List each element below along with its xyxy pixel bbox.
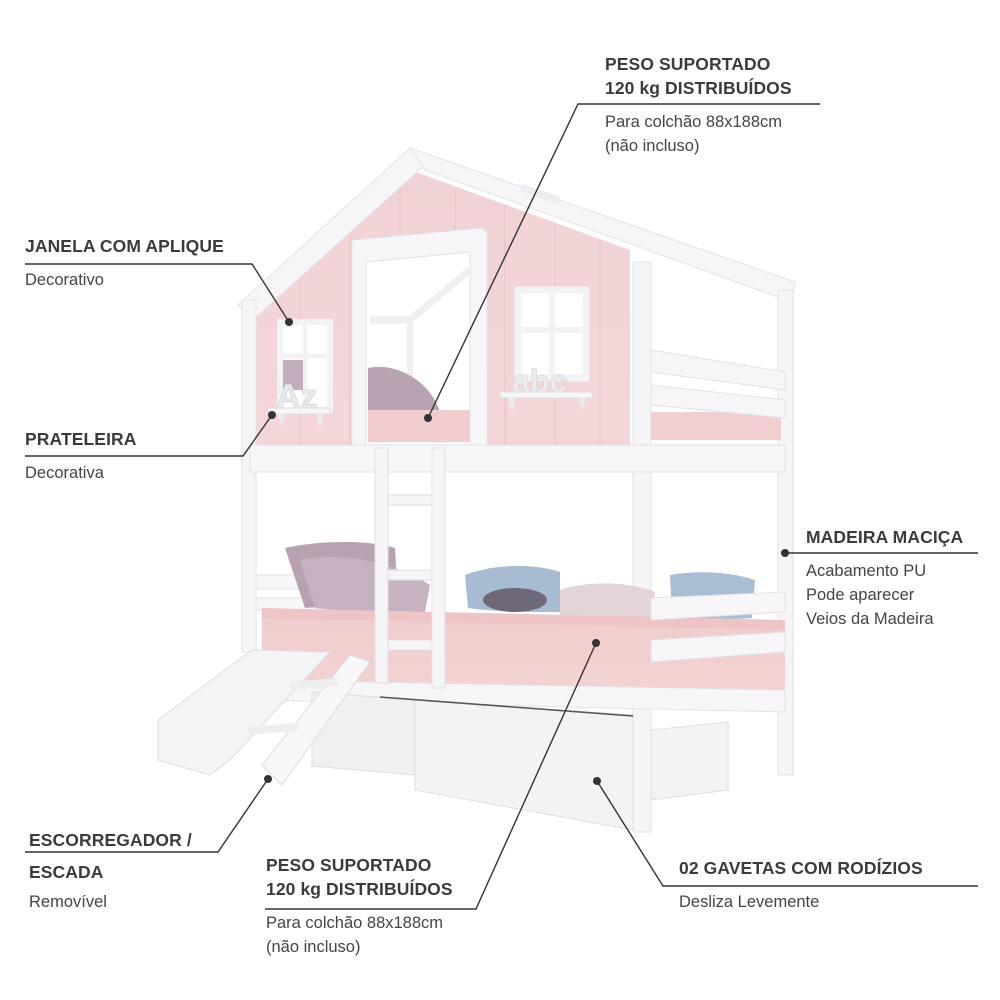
callout-desc: (não incluso) <box>605 137 700 155</box>
lower-bed <box>255 542 786 713</box>
window-right <box>514 286 590 382</box>
callout-desc: Acabamento PU <box>806 562 927 580</box>
callout-desc: Decorativo <box>25 271 104 289</box>
shelf-right <box>499 391 593 412</box>
callout-madeira: MADEIRA MACIÇA Acabamento PU Pode aparec… <box>806 525 963 631</box>
callout-title: PRATELEIRA <box>25 429 137 449</box>
callout-peso-superior: PESO SUPORTADO 120 kg DISTRIBUÍDOS Para … <box>605 52 792 158</box>
callout-escorregador: ESCORREGADOR / ESCADA Removível <box>29 828 192 914</box>
callout-peso-inferior: PESO SUPORTADO 120 kg DISTRIBUÍDOS Para … <box>266 853 453 959</box>
callout-desc: Para colchão 88x188cm <box>605 113 783 131</box>
callout-title: JANELA COM APLIQUE <box>25 236 224 256</box>
callout-desc: Desliza Levemente <box>679 893 820 911</box>
callout-title: PESO SUPORTADO <box>266 855 432 875</box>
callout-title: ESCADA <box>29 862 104 882</box>
window-left <box>277 319 333 413</box>
ladder <box>374 447 446 689</box>
leader-lines <box>25 103 978 910</box>
door-opening <box>351 227 488 446</box>
drawers <box>311 691 729 831</box>
upper-platform <box>249 444 786 473</box>
callout-desc: Removível <box>29 893 107 911</box>
upper-guard-rails <box>650 349 786 440</box>
callout-title: 02 GAVETAS COM RODÍZIOS <box>679 858 923 878</box>
slide-stairs <box>157 649 371 786</box>
leader-dots <box>264 318 789 785</box>
callout-title: MADEIRA MACIÇA <box>806 527 964 547</box>
callout-title: 120 kg DISTRIBUÍDOS <box>266 879 453 899</box>
callout-janela: JANELA COM APLIQUE Decorativo <box>25 234 224 292</box>
callout-title: 120 kg DISTRIBUÍDOS <box>605 78 792 98</box>
callout-title: PESO SUPORTADO <box>605 54 771 74</box>
callout-prateleira: PRATELEIRA Decorativa <box>25 427 137 485</box>
callout-desc: Veios da Madeira <box>806 610 934 628</box>
callout-desc: Pode aparecer <box>806 586 915 604</box>
callout-desc: (não incluso) <box>266 938 361 956</box>
callout-gavetas: 02 GAVETAS COM RODÍZIOS Desliza Levement… <box>679 856 923 914</box>
callout-desc: Decorativa <box>25 464 104 482</box>
callout-title: ESCORREGADOR / <box>29 830 192 850</box>
callout-desc: Para colchão 88x188cm <box>266 914 444 932</box>
shelf-left <box>267 407 331 428</box>
